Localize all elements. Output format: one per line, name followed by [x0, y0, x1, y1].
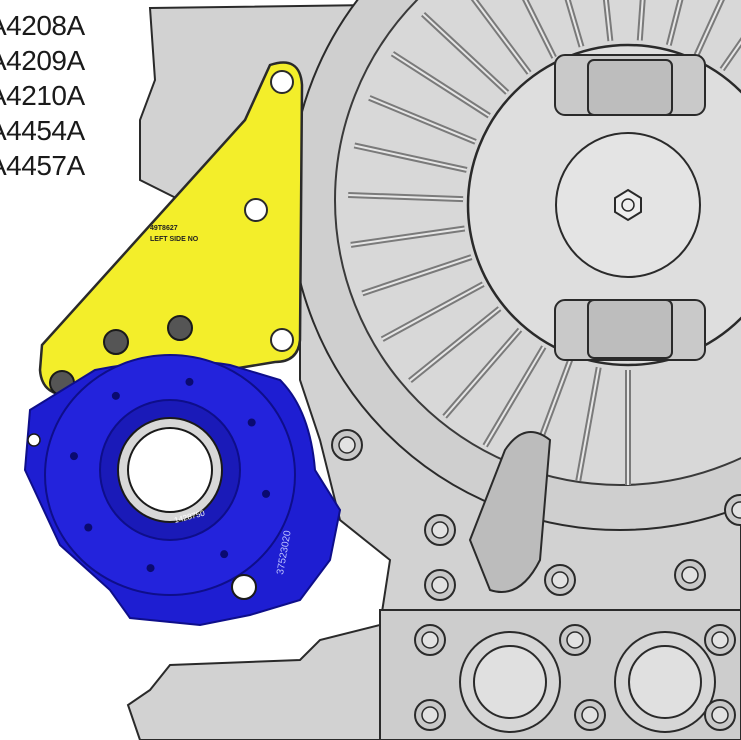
adapter-bolt-hole [262, 489, 271, 498]
hex-bolt-hole [621, 198, 635, 212]
housing-rib-highlight [391, 52, 490, 117]
adapter-bolt-hole [185, 377, 194, 386]
bracket-hole-mid [244, 198, 268, 222]
housing-bolt-head [338, 436, 356, 454]
housing-rib-highlight [721, 40, 741, 71]
cooler-tube [468, 431, 552, 593]
housing-rib-highlight [381, 283, 484, 341]
housing-bolt-head [421, 631, 439, 649]
upper-mount-pad [587, 59, 673, 116]
housing-rib-highlight [362, 256, 472, 295]
housing-bolt-head [551, 571, 569, 589]
blue-adapter: 1428750 37523020 [23, 354, 342, 627]
housing-rib-highlight [484, 346, 545, 447]
housing-bolts [331, 429, 741, 731]
housing-rib-highlight [422, 13, 508, 94]
housing-rib-highlight [695, 0, 723, 56]
lower-mount-pad [587, 299, 673, 359]
housing-bolt-head [421, 706, 439, 724]
bracket-hole-top [270, 70, 294, 94]
housing-rib-highlight [443, 329, 521, 418]
housing-rib-highlight [577, 367, 600, 481]
housing-bolt-head [566, 631, 584, 649]
housing-ribs [348, 0, 741, 485]
housing-rib-highlight [524, 0, 556, 58]
housing-bolt-head [711, 631, 729, 649]
yellow-bracket: 49T8627 LEFT SIDE NO [38, 61, 304, 397]
housing-rib-highlight [638, 0, 644, 41]
bracket-marking-2: LEFT SIDE NO [150, 236, 199, 243]
housing-rib-highlight [350, 227, 465, 246]
bracket-bolt-2 [167, 315, 193, 341]
adapter-bolt-hole [69, 452, 78, 461]
housing-rib-highlight [348, 194, 464, 201]
housing-rib-highlight [473, 0, 530, 74]
adapter-bolt-hole [146, 564, 155, 573]
pan-boss-right-inner [628, 645, 702, 719]
adapter-bolt-hole [220, 550, 229, 559]
adapter-bolt-holes [69, 377, 271, 573]
adapter-bolt-hole [111, 391, 120, 400]
bracket-plate [38, 61, 304, 397]
adapter-bore [127, 427, 213, 513]
bracket-hole-right [270, 328, 294, 352]
housing-bolt-head [581, 706, 599, 724]
hex-bolt [614, 188, 642, 222]
housing-bolt-head [431, 521, 449, 539]
housing-rib-highlight [368, 96, 476, 143]
adapter-bolt-hole [84, 523, 93, 532]
housing-bolt-head [681, 566, 699, 584]
bracket-marking-1: 49T8627 [150, 225, 178, 232]
bracket-bolt-1 [103, 329, 129, 355]
housing-rib-highlight [604, 0, 612, 42]
housing-rib-highlight [409, 307, 501, 382]
pan-boss-left-inner [473, 645, 547, 719]
part-number: A4208A [0, 10, 85, 41]
adapter-bolt-hole [247, 418, 256, 427]
housing-rib-highlight [354, 144, 467, 171]
housing-bolt-head [731, 501, 741, 519]
housing-rib-highlight [566, 0, 583, 47]
adapter-dowel [231, 574, 257, 600]
housing-rib-highlight [667, 0, 682, 46]
adapter-side-hole [27, 433, 41, 447]
housing-bolt-head [431, 576, 449, 594]
housing-bolt-head [711, 706, 729, 724]
